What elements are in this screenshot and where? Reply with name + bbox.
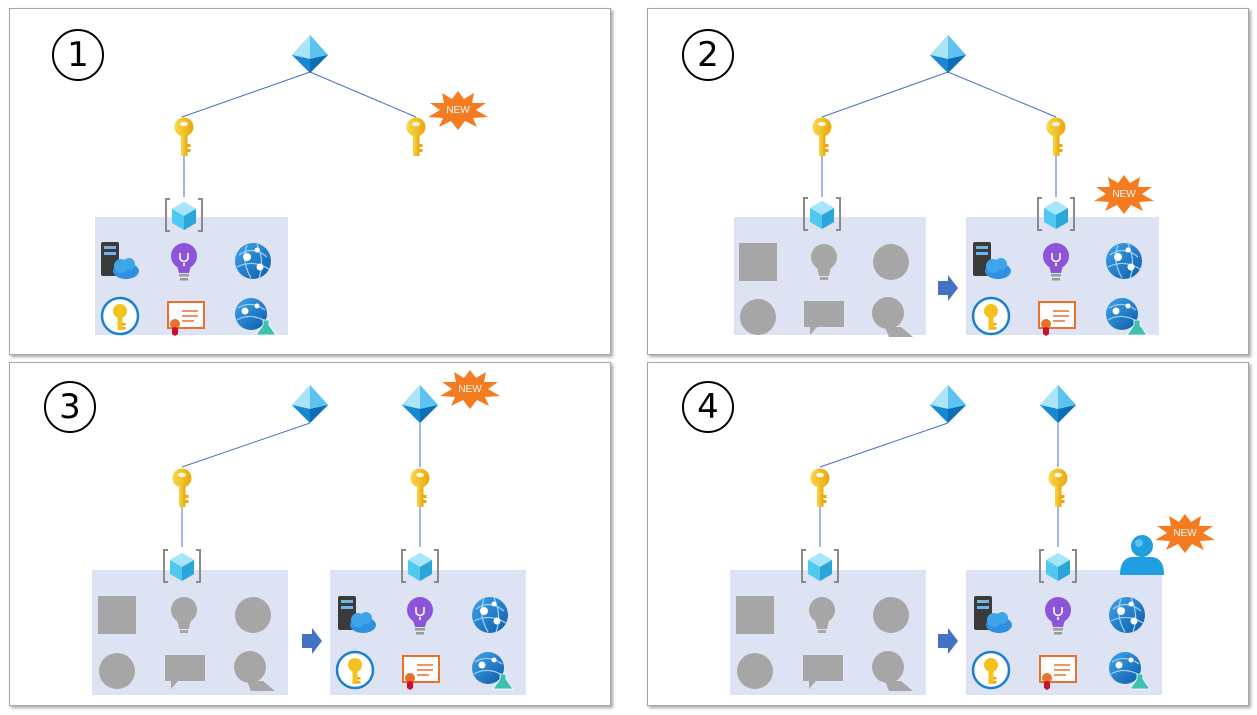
gray-circle-icon xyxy=(235,597,271,633)
key-icon xyxy=(812,117,832,156)
blue-arrow-icon xyxy=(938,275,958,301)
diagram-step-2: NEW xyxy=(734,35,1159,337)
svg-text:NEW: NEW xyxy=(1173,528,1197,539)
connector-lines xyxy=(181,422,421,547)
svg-text:NEW: NEW xyxy=(458,384,482,395)
connector-lines xyxy=(181,71,417,197)
key-vault-icon xyxy=(335,650,375,690)
entra-id-diamond-icon xyxy=(930,35,966,73)
key-icon xyxy=(1048,468,1068,507)
gray-square-icon xyxy=(736,596,774,634)
entra-id-diamond-icon xyxy=(402,385,438,423)
key-vault-icon xyxy=(971,296,1011,336)
entra-id-diamond-icon xyxy=(292,385,328,423)
gray-circle-icon xyxy=(99,653,135,689)
diagram-step-1: NEW xyxy=(95,35,488,337)
entra-id-diamond-icon xyxy=(292,35,328,73)
gray-circle-icon xyxy=(740,299,776,335)
svg-text:NEW: NEW xyxy=(1112,189,1136,200)
diagram-step-3: NEW xyxy=(92,370,526,695)
blue-arrow-icon xyxy=(938,628,958,654)
gray-circle-icon xyxy=(873,244,909,280)
blue-arrow-icon xyxy=(302,628,322,654)
new-badge: NEW xyxy=(428,91,488,130)
diagram-step-4: NEW xyxy=(730,385,1215,695)
panel-step-4: 4 NEW xyxy=(647,362,1249,706)
key-vault-icon xyxy=(971,650,1011,690)
connector-lines xyxy=(821,71,1057,197)
key-icon xyxy=(172,468,192,507)
step-number-4: 4 xyxy=(682,381,734,433)
entra-id-diamond-icon xyxy=(1040,385,1076,423)
gray-circle-icon xyxy=(737,653,773,689)
app-service-globe-icon xyxy=(1105,242,1143,280)
step-number-1: 1 xyxy=(52,29,104,81)
key-icon xyxy=(410,468,430,507)
step-number-2: 2 xyxy=(682,29,734,81)
connector-lines xyxy=(819,422,1059,547)
gray-square-icon xyxy=(739,243,777,281)
gray-square-icon xyxy=(98,596,136,634)
gray-circle-icon xyxy=(873,597,909,633)
new-badge: NEW xyxy=(1094,175,1154,214)
key-icon xyxy=(174,117,194,156)
panel-step-1: 1 NEW xyxy=(9,8,611,355)
entra-id-diamond-icon xyxy=(930,385,966,423)
key-icon xyxy=(810,468,830,507)
key-vault-icon xyxy=(100,296,140,336)
panel-step-3: 3 NEW xyxy=(9,362,611,706)
app-service-globe-icon xyxy=(1108,596,1146,634)
step-number-3: 3 xyxy=(44,381,96,433)
key-icon xyxy=(1046,117,1066,156)
app-service-globe-icon xyxy=(234,242,272,280)
new-badge: NEW xyxy=(1155,514,1215,553)
app-service-globe-icon xyxy=(471,596,509,634)
new-badge: NEW xyxy=(440,370,500,409)
panel-step-2: 2 NEW xyxy=(647,8,1249,355)
key-icon xyxy=(406,117,426,156)
user-icon xyxy=(1120,535,1164,575)
svg-text:NEW: NEW xyxy=(446,105,470,116)
